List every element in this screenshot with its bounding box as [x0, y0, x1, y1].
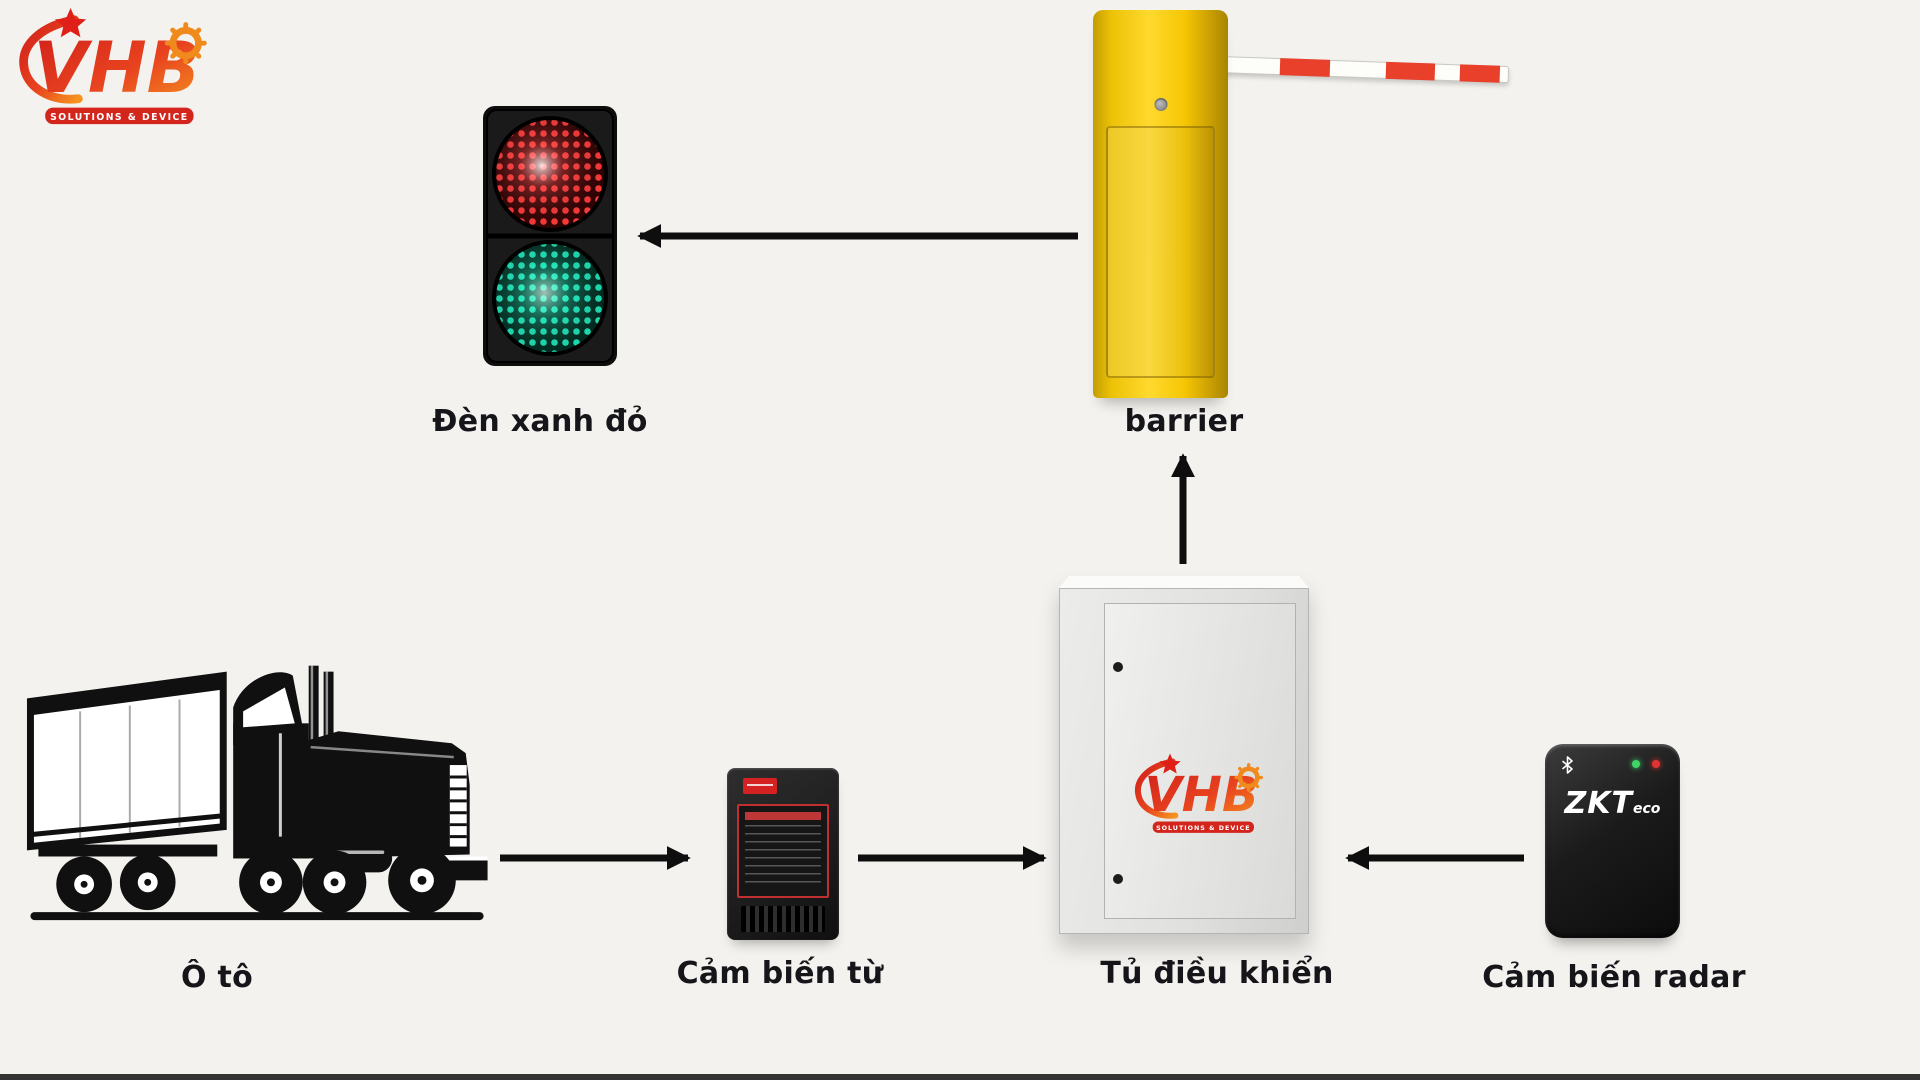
- ground-line: [30, 912, 484, 921]
- radar-sensor-device: ZKTeco: [1545, 744, 1680, 938]
- sensor-vents: [741, 906, 825, 932]
- truck-trailer: [26, 671, 227, 913]
- door-hinge-bottom: [1113, 874, 1123, 884]
- barrier-arm: [1218, 56, 1510, 84]
- truck-illustration: [26, 665, 488, 921]
- arm-stripe: [1279, 58, 1331, 77]
- control-cabinet-device: [1059, 576, 1309, 934]
- spec-panel-text-lines: [745, 825, 821, 887]
- truck-tractor: [233, 665, 488, 915]
- cabinet-vhb-logo: [1130, 752, 1270, 839]
- cabinet-top-face: [1059, 576, 1309, 588]
- label-car: Ô tô: [180, 960, 254, 995]
- green-light: [492, 240, 608, 356]
- barrier-cabinet: [1093, 10, 1228, 398]
- traffic-light-device: [483, 106, 617, 366]
- cabinet-door: [1104, 603, 1296, 919]
- barrier-door-panel: [1106, 126, 1215, 378]
- green-led-icon: [1632, 760, 1640, 768]
- vhb-logo: [12, 6, 217, 133]
- label-radar-sensor: Cảm biến radar: [1482, 960, 1746, 995]
- sensor-label-text-line: [747, 784, 773, 786]
- zkteco-logo: ZKTeco: [1545, 786, 1680, 821]
- label-traffic-light: Đèn xanh đỏ: [432, 404, 648, 439]
- red-led-icon: [1652, 760, 1660, 768]
- arm-stripe: [1459, 64, 1501, 83]
- red-light: [492, 116, 608, 232]
- arm-stripe: [1385, 61, 1436, 81]
- barrier-keyhole: [1154, 98, 1167, 111]
- barrier-gate-device: [1093, 10, 1525, 402]
- label-barrier: barrier: [1124, 404, 1244, 439]
- label-magnetic-sensor: Cảm biến từ: [676, 956, 884, 991]
- spec-panel-header: [745, 812, 821, 820]
- sensor-red-label: [743, 778, 777, 794]
- cabinet-front: [1059, 588, 1309, 934]
- zkteco-logo-sub: eco: [1633, 801, 1661, 817]
- bottom-edge-bar: [0, 1074, 1920, 1080]
- label-control-cabinet: Tủ điều khiển: [1100, 956, 1334, 991]
- magnetic-sensor-device: [727, 768, 839, 940]
- bluetooth-icon: [1562, 756, 1573, 774]
- zkteco-logo-main: ZKT: [1564, 786, 1634, 821]
- door-hinge-top: [1113, 662, 1123, 672]
- sensor-spec-panel: [737, 804, 829, 898]
